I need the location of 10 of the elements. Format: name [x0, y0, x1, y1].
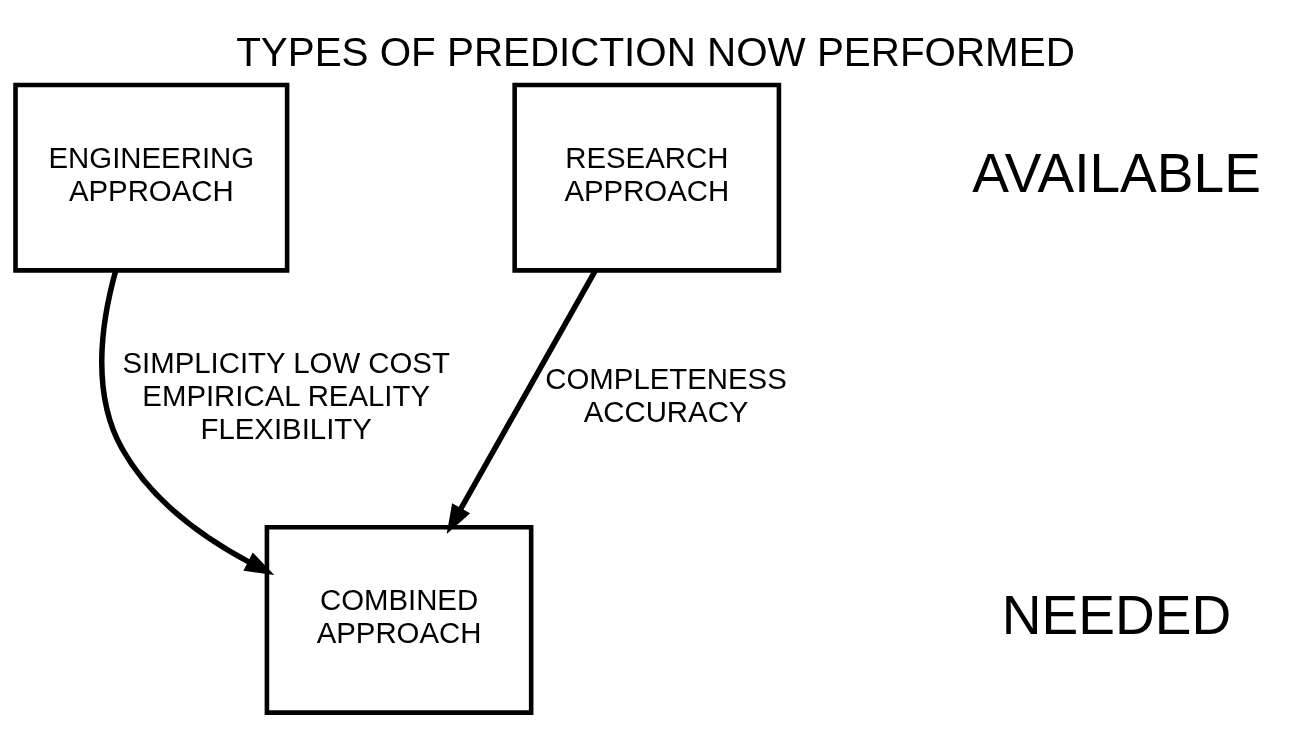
node-box: COMBINED APPROACH [264, 525, 534, 715]
label: AVAILABLE [972, 141, 1261, 204]
node-box: ENGINEERING APPROACH [13, 82, 290, 273]
edge-label: COMPLETENESS ACCURACY [545, 362, 787, 429]
arrow [446, 269, 598, 534]
arrow [99, 270, 275, 575]
label: NEEDED [1001, 583, 1232, 646]
diagram-title: TYPES OF PREDICTION NOW PERFORMED [236, 28, 1075, 75]
edge-label: SIMPLICITY LOW COST EMPIRICAL REALITY FLEXIBILITY [122, 345, 450, 445]
node-box: RESEARCH APPROACH [512, 82, 782, 273]
